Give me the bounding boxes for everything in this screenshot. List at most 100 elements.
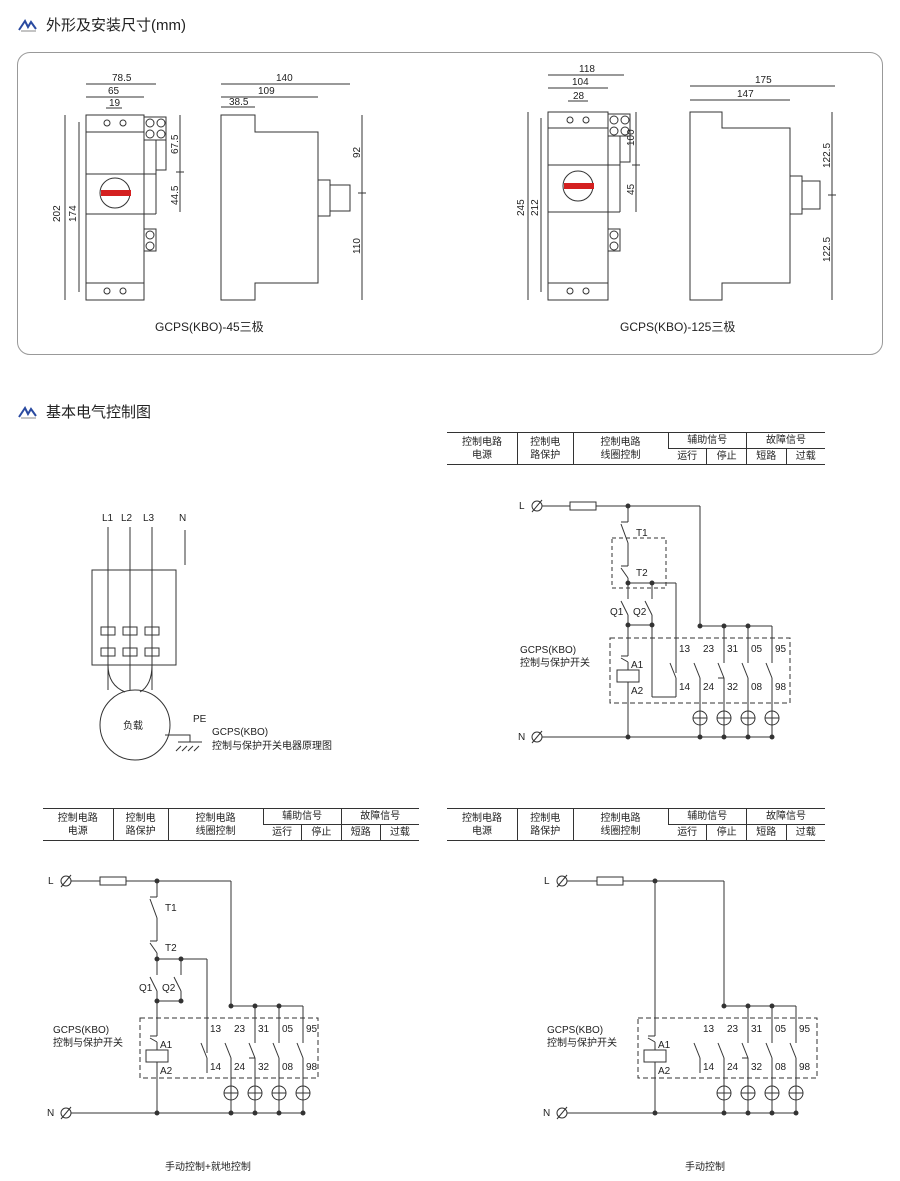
coil-label: A2	[160, 1066, 173, 1077]
circuit-caption: 手动控制	[685, 1162, 725, 1173]
terminal-icon	[60, 874, 72, 888]
principle-caption: 控制与保护开关电器原理图	[212, 739, 332, 752]
dashed-device-box	[139, 1017, 319, 1079]
contact-blade	[296, 1042, 304, 1059]
dim-label: 175	[755, 75, 772, 86]
model-caption: GCPS(KBO)-45三极	[155, 320, 264, 334]
circuit-manual: LNA1A2GCPS(KBO)控制与保护开关131423243132050895…	[543, 874, 818, 1120]
contact-number: 08	[282, 1062, 294, 1073]
sub-header: 短路	[340, 824, 381, 841]
terminal-icon	[556, 1106, 568, 1120]
coil-label: A1	[658, 1040, 671, 1051]
dim-label: 78.5	[112, 73, 132, 84]
contact-number: 98	[306, 1062, 318, 1073]
contact-number: 31	[751, 1024, 763, 1035]
switch-label: Q2	[633, 607, 647, 618]
sub-header: 短路	[745, 448, 787, 465]
junction-dot	[154, 1110, 160, 1116]
dim-label: 44.5	[170, 185, 181, 205]
contact-blade	[224, 1042, 232, 1059]
contact-blade	[765, 662, 773, 679]
contact-blade	[620, 600, 629, 616]
dim-label: 174	[68, 205, 79, 222]
terminal-icon	[531, 730, 543, 744]
front-view-45: 78.5 65 19 202 174 67.5 44.5	[52, 73, 184, 301]
dim-label: 202	[52, 205, 63, 222]
terminal-label: N	[518, 732, 525, 743]
dim-label: 100	[626, 129, 637, 146]
contact-blade	[173, 976, 182, 992]
col-header: 控制电路保护	[517, 432, 574, 465]
contact-number: 23	[727, 1024, 739, 1035]
dim-label: 245	[516, 199, 527, 216]
contact-blade	[149, 976, 158, 992]
switch-label: Q2	[162, 983, 176, 994]
sub-header: 停止	[301, 824, 342, 841]
sub-header: 过载	[379, 824, 419, 841]
phase-label: L2	[121, 513, 133, 524]
junction-dot	[769, 1110, 775, 1116]
contact-blade	[647, 1037, 656, 1043]
switch-label: Q1	[610, 607, 624, 618]
contact-blade	[644, 600, 653, 616]
sub-header: 运行	[668, 448, 707, 465]
contact-number: 14	[210, 1062, 222, 1073]
handle-icon	[101, 190, 131, 196]
contact-blade	[669, 662, 677, 679]
contact-blade	[620, 567, 629, 579]
contact-blade	[248, 1042, 256, 1059]
fuse-icon	[99, 876, 127, 886]
sub-header: 过载	[785, 448, 825, 465]
contact-number: 95	[775, 644, 787, 655]
brand-logo-icon	[18, 405, 37, 418]
principle-diagram: L1 L2 L3 N 负载 PE GCPS(KBO) 控制与保护开关电器原理图	[91, 513, 332, 761]
col-header: 辅助信号	[262, 808, 342, 825]
contact-blade	[765, 1042, 773, 1059]
contact-number: 13	[210, 1024, 222, 1035]
dashed-device-box	[609, 637, 791, 704]
sub-header: 短路	[745, 824, 787, 841]
junction-dot	[793, 1110, 799, 1116]
model-caption: GCPS(KBO)-125三极	[620, 320, 735, 334]
col-header: 故障信号	[340, 808, 419, 825]
section-header-dimensions: 外形及安装尺寸(mm)	[18, 14, 186, 35]
contact-number: 95	[799, 1024, 811, 1035]
contact-number: 08	[775, 1062, 787, 1073]
contact-blade	[200, 1042, 208, 1059]
col-header: 控制电路线圈控制	[572, 808, 669, 841]
dim-label: 28	[573, 91, 585, 102]
device-label: GCPS(KBO)	[520, 645, 576, 656]
contact-blade	[717, 1042, 725, 1059]
contact-blade	[149, 942, 158, 954]
contact-number: 08	[751, 682, 763, 693]
contact-number: 32	[727, 682, 739, 693]
function-table: 控制电路电源控制电路保护控制电路线圈控制辅助信号故障信号运行停止短路过载	[43, 808, 419, 841]
section-title: 基本电气控制图	[46, 404, 152, 421]
dim-label: 19	[109, 98, 121, 109]
contact-blade	[693, 662, 701, 679]
contact-number: 95	[306, 1024, 318, 1035]
junction-dot	[745, 1110, 751, 1116]
junction-dot	[769, 734, 775, 740]
terminal-label: N	[47, 1108, 54, 1119]
phase-label: L1	[102, 513, 114, 524]
coil-icon	[145, 1049, 169, 1063]
load-label: 负载	[123, 719, 143, 732]
contact-blade	[149, 1037, 158, 1043]
junction-dot	[625, 734, 631, 740]
junction-dot	[697, 734, 703, 740]
col-header: 控制电路电源	[57, 812, 98, 837]
dim-label: 67.5	[170, 134, 181, 154]
coil-icon	[643, 1049, 667, 1063]
sub-header: 停止	[706, 824, 747, 841]
terminal-label: L	[48, 876, 54, 887]
dashed-device-box	[637, 1017, 818, 1079]
contact-number: 24	[727, 1062, 739, 1073]
dim-label: 38.5	[229, 97, 249, 108]
col-header: 故障信号	[745, 808, 825, 825]
contact-blade	[272, 1042, 280, 1059]
